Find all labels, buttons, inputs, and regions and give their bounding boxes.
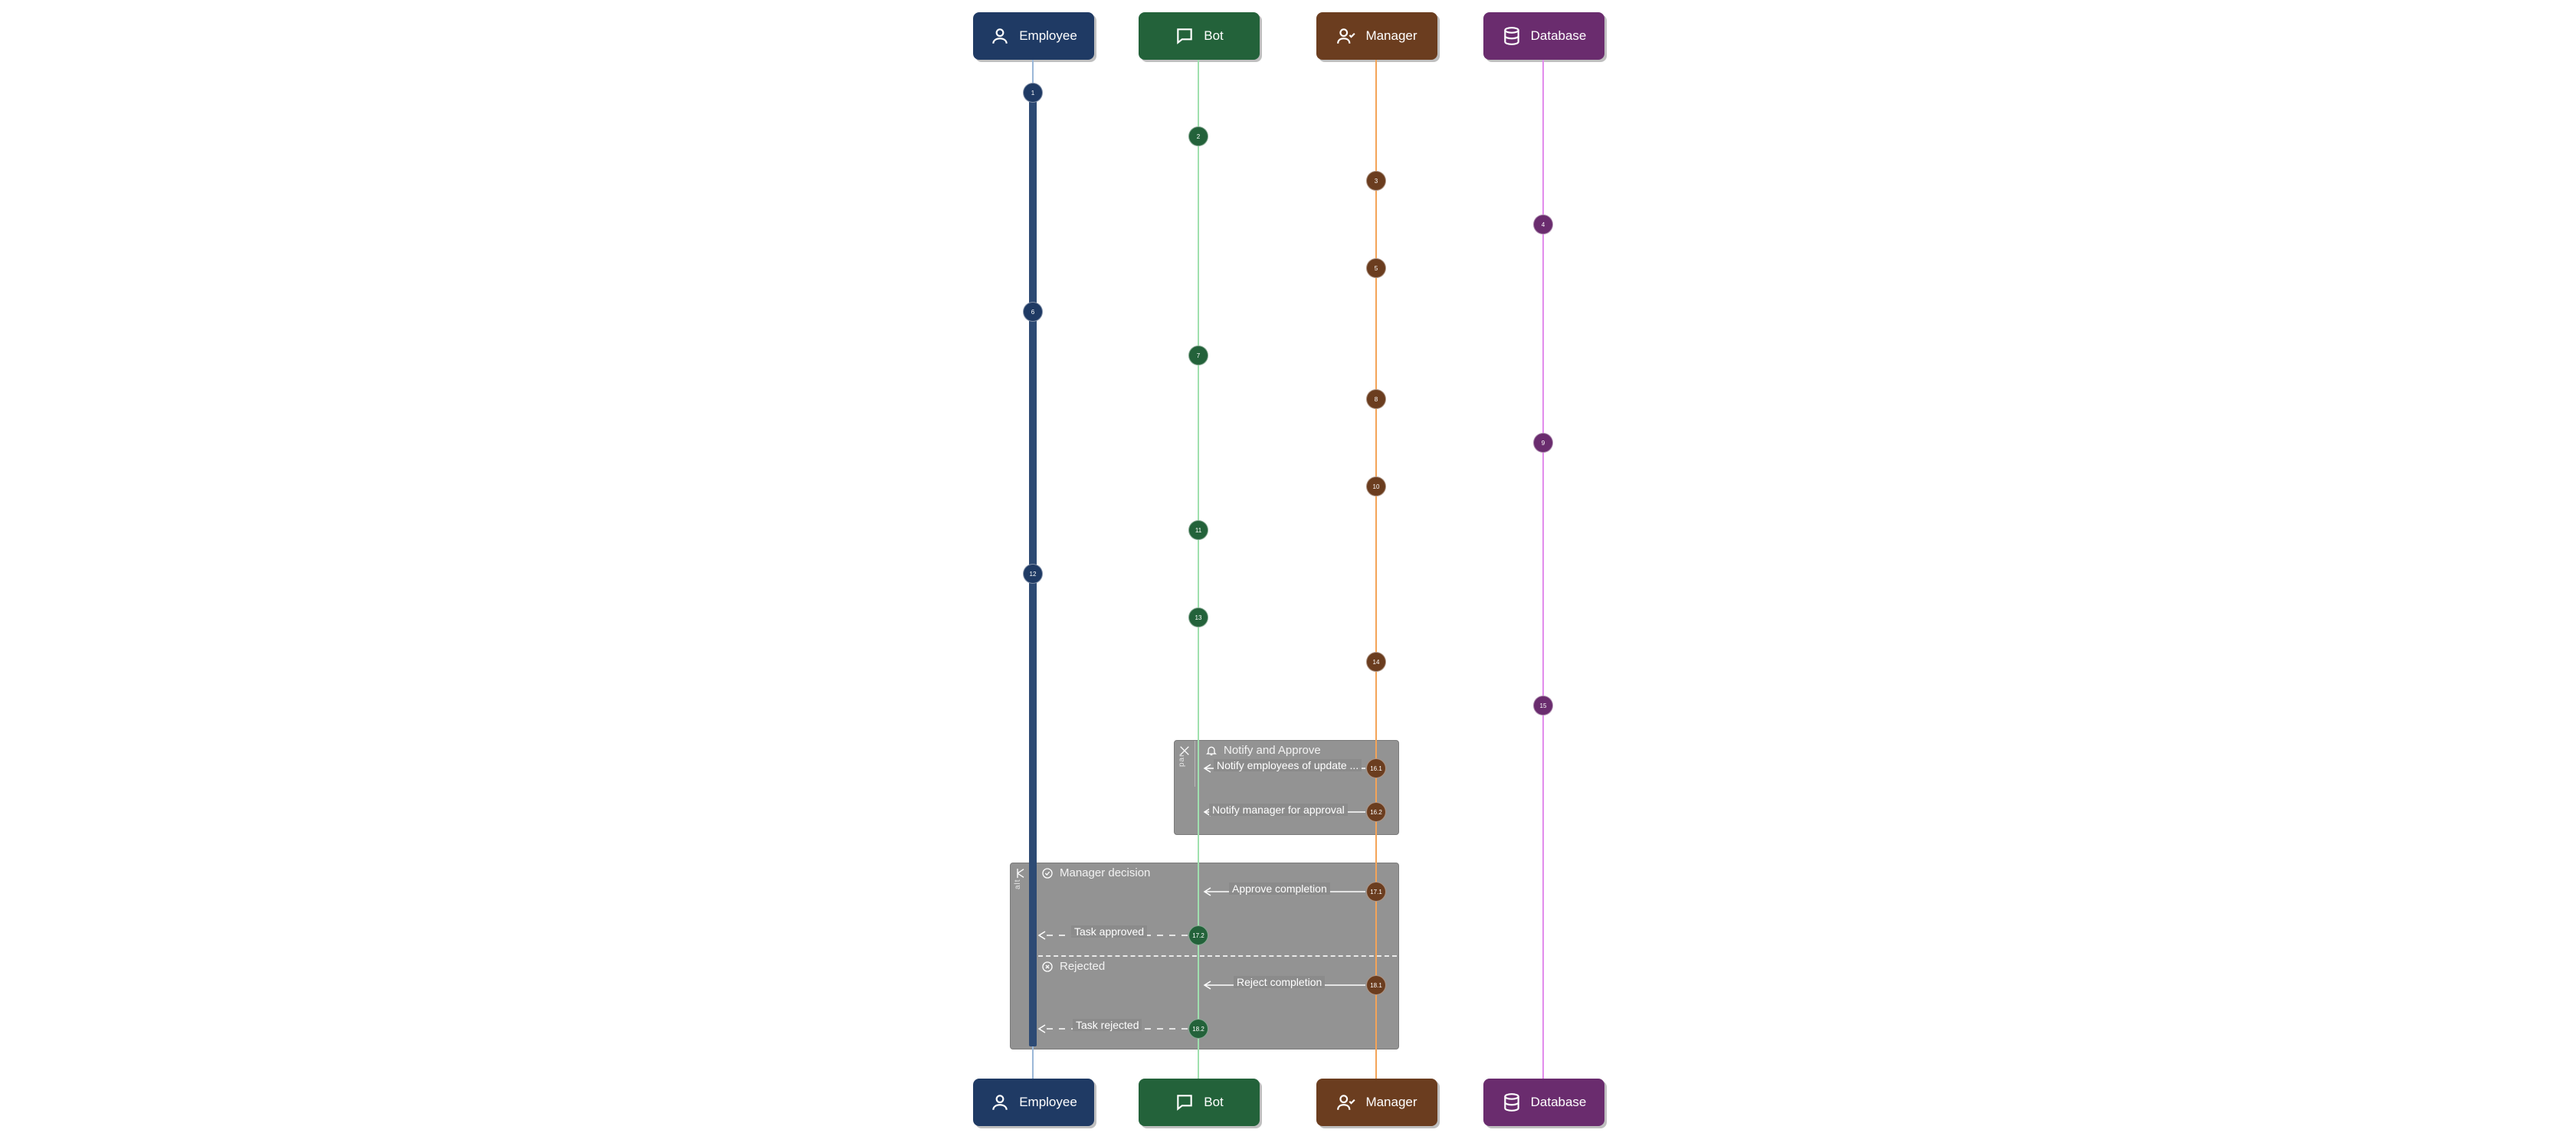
database-icon: [1502, 1092, 1522, 1112]
user-check-icon: [1336, 1092, 1356, 1112]
step-marker[interactable]: 14: [1366, 652, 1386, 672]
message-label: Task rejected: [1073, 1019, 1142, 1031]
participant-label: Bot: [1204, 1095, 1224, 1109]
step-marker[interactable]: 17.1: [1366, 882, 1386, 902]
message-label: Approve completion: [1229, 882, 1330, 895]
step-marker[interactable]: 6: [1023, 302, 1043, 322]
chat-bubble-icon: [1175, 26, 1195, 46]
fragment-title-text: Manager decision: [1060, 866, 1151, 879]
fragment-title: Manager decision: [1041, 866, 1150, 879]
user-icon: [990, 1092, 1010, 1112]
step-marker[interactable]: 5: [1366, 258, 1386, 278]
participant-label: Bot: [1204, 28, 1224, 43]
step-marker[interactable]: 7: [1188, 345, 1208, 365]
participant-label: Database: [1530, 1095, 1587, 1109]
participant-bot-bottom[interactable]: Bot: [1139, 1079, 1260, 1126]
step-marker[interactable]: 8: [1366, 389, 1386, 409]
participant-label: Database: [1530, 28, 1587, 43]
user-icon: [990, 26, 1010, 46]
participant-label: Manager: [1365, 28, 1417, 43]
participant-manager-bottom[interactable]: Manager: [1316, 1079, 1437, 1126]
fragment-operator: par: [1178, 753, 1186, 767]
participant-database-top[interactable]: Database: [1483, 12, 1604, 60]
check-circle-icon: [1041, 867, 1054, 879]
step-marker[interactable]: 9: [1533, 433, 1553, 453]
participant-manager-top[interactable]: Manager: [1316, 12, 1437, 60]
x-circle-icon: [1041, 961, 1054, 973]
fragment-title: Notify and Approve: [1205, 744, 1321, 757]
fragment-tab: par: [1175, 741, 1195, 787]
user-check-icon: [1336, 26, 1356, 46]
step-marker[interactable]: 12: [1023, 564, 1043, 584]
participant-database-bottom[interactable]: Database: [1483, 1079, 1604, 1126]
database-icon: [1502, 26, 1522, 46]
step-marker[interactable]: 18.1: [1366, 975, 1386, 995]
participant-label: Employee: [1019, 1095, 1077, 1109]
participant-label: Manager: [1365, 1095, 1417, 1109]
step-marker[interactable]: 10: [1366, 476, 1386, 496]
step-marker[interactable]: 13: [1188, 607, 1208, 627]
step-marker[interactable]: 16.2: [1366, 802, 1386, 822]
fragment-title-text: Notify and Approve: [1224, 744, 1321, 757]
participant-label: Employee: [1019, 28, 1077, 43]
step-marker[interactable]: 4: [1533, 214, 1553, 234]
else-title: Rejected: [1041, 960, 1105, 973]
message-label: Reject completion: [1234, 976, 1326, 988]
else-divider: [1031, 955, 1397, 957]
else-title-text: Rejected: [1060, 960, 1106, 973]
participant-employee-bottom[interactable]: Employee: [973, 1079, 1094, 1126]
step-marker[interactable]: 17.2: [1188, 925, 1208, 945]
step-marker[interactable]: 16.1: [1366, 758, 1386, 778]
step-marker[interactable]: 11: [1188, 520, 1208, 540]
participant-employee-top[interactable]: Employee: [973, 12, 1094, 60]
step-marker[interactable]: 15: [1533, 696, 1553, 715]
step-marker[interactable]: 2: [1188, 126, 1208, 146]
participant-bot-top[interactable]: Bot: [1139, 12, 1260, 60]
step-marker[interactable]: 18.2: [1188, 1019, 1208, 1039]
branch-icon: [1017, 869, 1024, 878]
fragment-operator: alt: [1014, 879, 1022, 889]
par-fragment: par Notify and Approve: [1174, 740, 1399, 835]
message-label: Task approved: [1071, 925, 1148, 938]
fragment-tab: alt: [1011, 863, 1031, 909]
step-marker[interactable]: 1: [1023, 83, 1043, 103]
bell-icon: [1205, 745, 1218, 757]
message-label: Notify employees of update ...: [1214, 759, 1362, 771]
message-label: Notify manager for approval: [1209, 804, 1348, 816]
chat-bubble-icon: [1175, 1092, 1195, 1112]
parallel-icon: [1180, 746, 1189, 755]
step-marker[interactable]: 3: [1366, 171, 1386, 191]
